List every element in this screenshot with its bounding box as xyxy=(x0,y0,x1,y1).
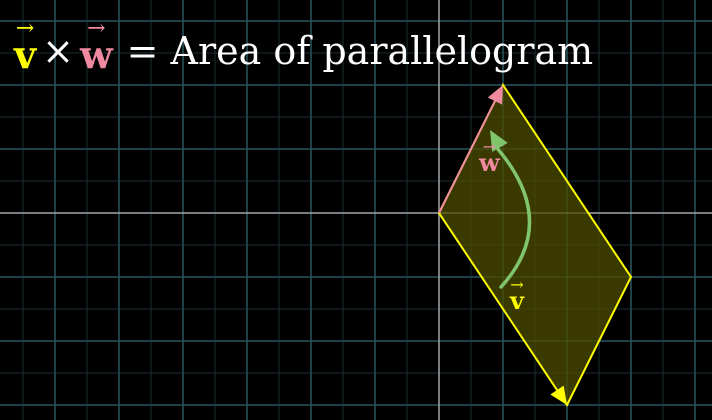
vector-arrow-icon: → xyxy=(87,15,106,41)
w-arrow-head-icon xyxy=(487,85,503,105)
vector-arrow-icon: → xyxy=(510,275,524,294)
vector-arrow-icon: → xyxy=(15,15,35,41)
equals-sign: = xyxy=(126,29,159,73)
v-arrow-head-icon xyxy=(550,385,567,405)
w-vector xyxy=(438,97,498,214)
curved-arrow-head-icon xyxy=(490,130,508,152)
w-label: → w xyxy=(479,137,500,177)
cross-operator: × xyxy=(42,29,74,73)
title-v-symbol: → v xyxy=(14,15,37,77)
title-text: Area of parallelogram xyxy=(170,29,594,73)
parallelogram xyxy=(437,83,633,407)
v-label: → v xyxy=(510,275,524,315)
formula-title: → v × → w = Area of parallelogram xyxy=(14,15,594,77)
vector-arrow-icon: → xyxy=(482,137,497,156)
curved-arrow-icon xyxy=(495,146,532,289)
title-w-symbol: → w xyxy=(79,15,113,77)
